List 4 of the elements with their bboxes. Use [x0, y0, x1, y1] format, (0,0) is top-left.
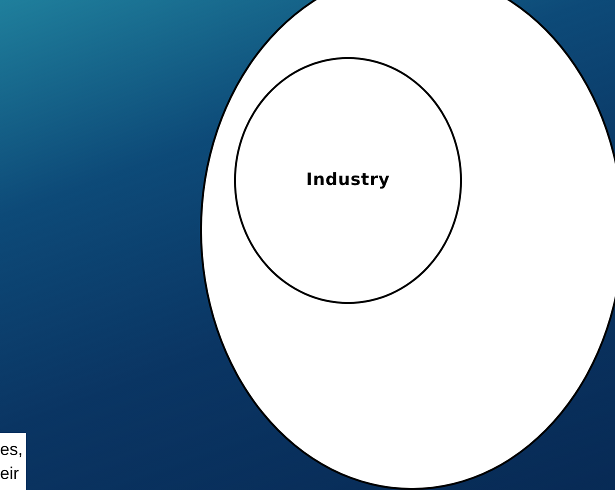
circle-shape	[200, 0, 615, 490]
text-fragment: eir	[0, 462, 20, 484]
text-fragment: es,	[0, 438, 24, 460]
node-label: Industry	[306, 168, 390, 192]
